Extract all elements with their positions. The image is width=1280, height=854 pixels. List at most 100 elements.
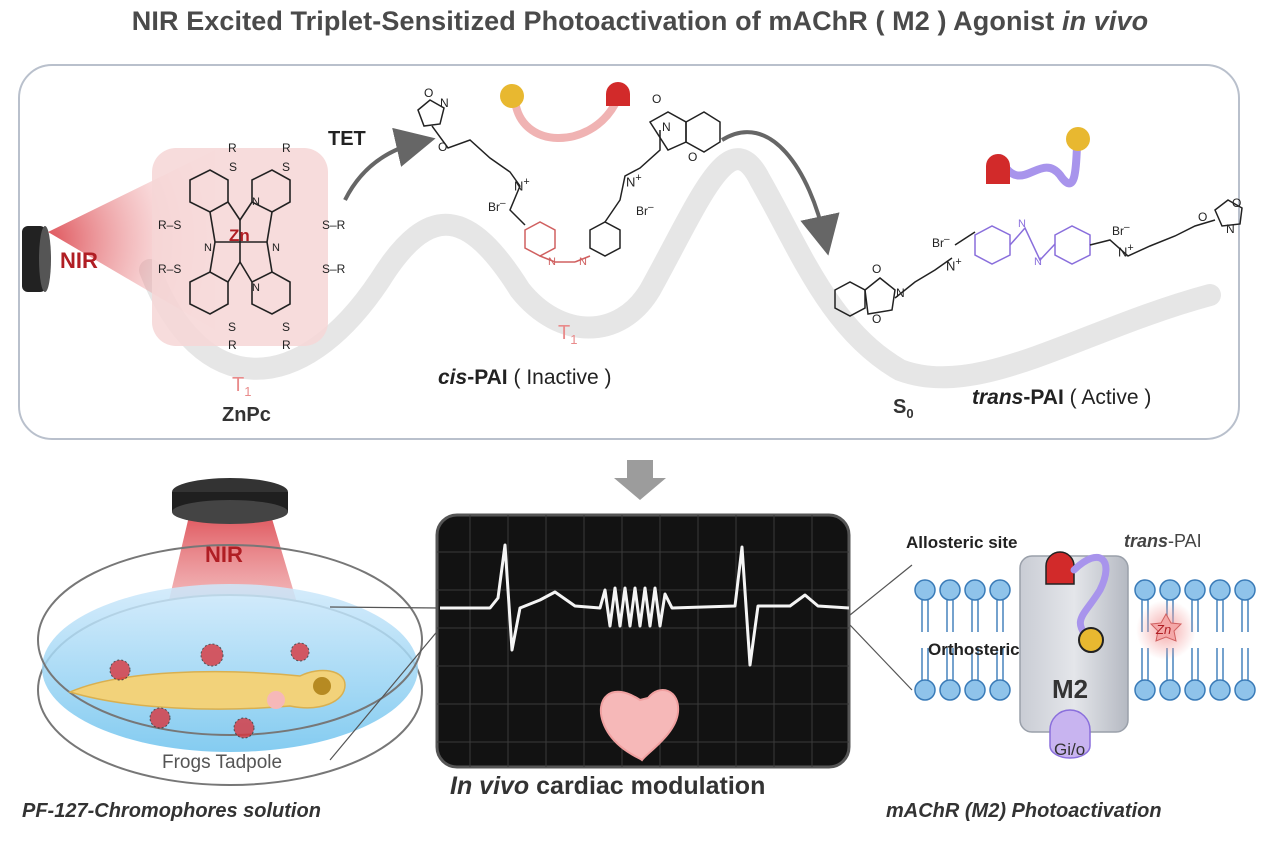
allosteric-site-label: Allosteric site — [906, 533, 1018, 552]
cis-main: -PAI — [467, 366, 508, 389]
trans-state: ( Active ) — [1063, 386, 1152, 409]
cis-switch-linker — [511, 96, 619, 142]
tadpole-heart — [267, 691, 285, 709]
atom-cis-br2-minus: – — [648, 202, 654, 213]
atom-cis-nplus1-n: N — [514, 178, 524, 194]
atom-r-2: R — [282, 141, 291, 155]
atom-cis-nplus2-plus: + — [635, 172, 642, 184]
s0-letter: S — [893, 396, 907, 418]
atom-cis-o3: O — [652, 92, 662, 106]
trans-prefix: trans — [972, 386, 1024, 409]
atom-n-1: N — [252, 196, 260, 208]
cis-pai-label: cis-PAI ( Inactive ) — [438, 366, 612, 390]
top-panel — [18, 64, 1240, 440]
trans-pai-bottom-label: trans-PAI — [1124, 531, 1202, 552]
atom-trans-nplus1-n: N — [946, 258, 956, 274]
allosteric-pocket — [1045, 551, 1075, 585]
page-title: NIR Excited Triplet-Sensitized Photoacti… — [0, 6, 1280, 37]
atom-cis-br1-text: Br — [488, 200, 500, 214]
atom-cis-br1: Br– — [488, 198, 506, 214]
cis-switch-gold — [500, 84, 524, 108]
center-caption-italic: In vivo — [450, 772, 530, 800]
atom-sr-1: S–R — [322, 218, 346, 232]
atom-trans-br1: Br– — [932, 234, 950, 250]
trans-pai-bottom-italic: trans — [1124, 531, 1169, 551]
tadpole-eye — [313, 677, 331, 695]
atom-r-1: R — [228, 141, 237, 155]
center-caption-rest: cardiac modulation — [529, 772, 766, 800]
atom-s-2: S — [282, 160, 291, 174]
dish-lamp-face — [172, 500, 288, 524]
zoom-lines-right — [849, 564, 913, 691]
atom-n-3: N — [204, 242, 212, 254]
atom-trans-o4: O — [1232, 196, 1242, 210]
t1-label-left: T1 — [232, 374, 251, 399]
petri-solution — [42, 584, 418, 752]
atom-cis-nplus2: N+ — [626, 172, 642, 189]
cis-pai-structure — [417, 99, 721, 263]
atom-cis-o1: O — [424, 86, 434, 100]
atom-rs-1: R–S — [158, 218, 182, 232]
atom-trans-o1: O — [872, 262, 882, 276]
t1-label-mid: T1 — [558, 322, 577, 347]
m2-label: M2 — [1052, 674, 1089, 704]
atom-trans-br1-minus: – — [944, 234, 950, 245]
gio-label: Gi/o — [1054, 740, 1086, 759]
atom-trans-br2: Br– — [1112, 222, 1130, 238]
atom-trans-o3: O — [1198, 210, 1208, 224]
trans-pai-structure — [834, 199, 1243, 317]
ecg-trace — [440, 543, 850, 667]
atom-r-4: R — [282, 338, 291, 352]
atom-rs-2: R–S — [158, 262, 182, 276]
cis-prefix: cis — [438, 366, 468, 389]
atom-trans-nplus2-plus: + — [1127, 242, 1134, 254]
atom-cis-o2: O — [438, 140, 448, 154]
atom-cis-n2: N — [548, 256, 556, 268]
trans-main: -PAI — [1023, 386, 1064, 409]
atom-trans-br1-text: Br — [932, 236, 944, 250]
down-arrow — [614, 460, 666, 500]
atom-trans-n1: N — [896, 286, 905, 300]
atom-trans-n2: N — [1018, 218, 1026, 230]
atom-trans-n3: N — [1034, 256, 1042, 268]
left-caption: PF-127-Chromophores solution — [22, 800, 321, 822]
t1-mid-sub: 1 — [570, 332, 578, 347]
energy-curve — [139, 148, 1221, 389]
orthosteric-label: Orthosteric — [928, 640, 1020, 659]
cis-state: ( Inactive ) — [507, 366, 612, 389]
tet-arrow — [343, 127, 436, 201]
atom-cis-nplus2-n: N — [626, 174, 636, 190]
title-italic: in vivo — [1061, 6, 1149, 36]
zn-star-icon — [1149, 612, 1183, 642]
center-caption: In vivo cardiac modulation — [450, 772, 765, 801]
atom-n-2: N — [252, 282, 260, 294]
heart-icon — [599, 689, 680, 762]
orthosteric-ligand — [1078, 627, 1104, 653]
atom-s-3: S — [228, 320, 237, 334]
trans-switch-red — [986, 154, 1010, 184]
zn-center-label: Zn — [229, 226, 250, 245]
nir-lamp-face — [39, 226, 51, 292]
atom-trans-nplus1-plus: + — [955, 256, 962, 268]
isomerization-arrow — [720, 130, 840, 256]
atom-sr-2: S–R — [322, 262, 346, 276]
trans-pai-bottom-rest: -PAI — [1168, 531, 1202, 551]
s0-sub: 0 — [906, 406, 914, 421]
atom-s-1: S — [229, 160, 238, 174]
gio-protein — [1049, 709, 1091, 759]
tet-label: TET — [328, 128, 366, 150]
trans-switch-gold — [1066, 127, 1090, 151]
atom-cis-nplus1-plus: + — [523, 176, 530, 188]
atom-cis-n4: N — [662, 120, 671, 134]
zoom-lines-left — [329, 606, 441, 761]
bound-pai-linker — [1070, 554, 1110, 644]
title-text: NIR Excited Triplet-Sensitized Photoacti… — [131, 6, 1062, 36]
monitor-grid — [437, 515, 849, 767]
atom-cis-br1-minus: – — [500, 198, 506, 209]
atom-cis-n3: N — [579, 256, 587, 268]
atom-trans-o2: O — [872, 312, 882, 326]
atom-trans-n4: N — [1226, 222, 1235, 236]
trans-pai-label: trans-PAI ( Active ) — [972, 386, 1151, 410]
trans-switch-linker — [996, 136, 1082, 188]
